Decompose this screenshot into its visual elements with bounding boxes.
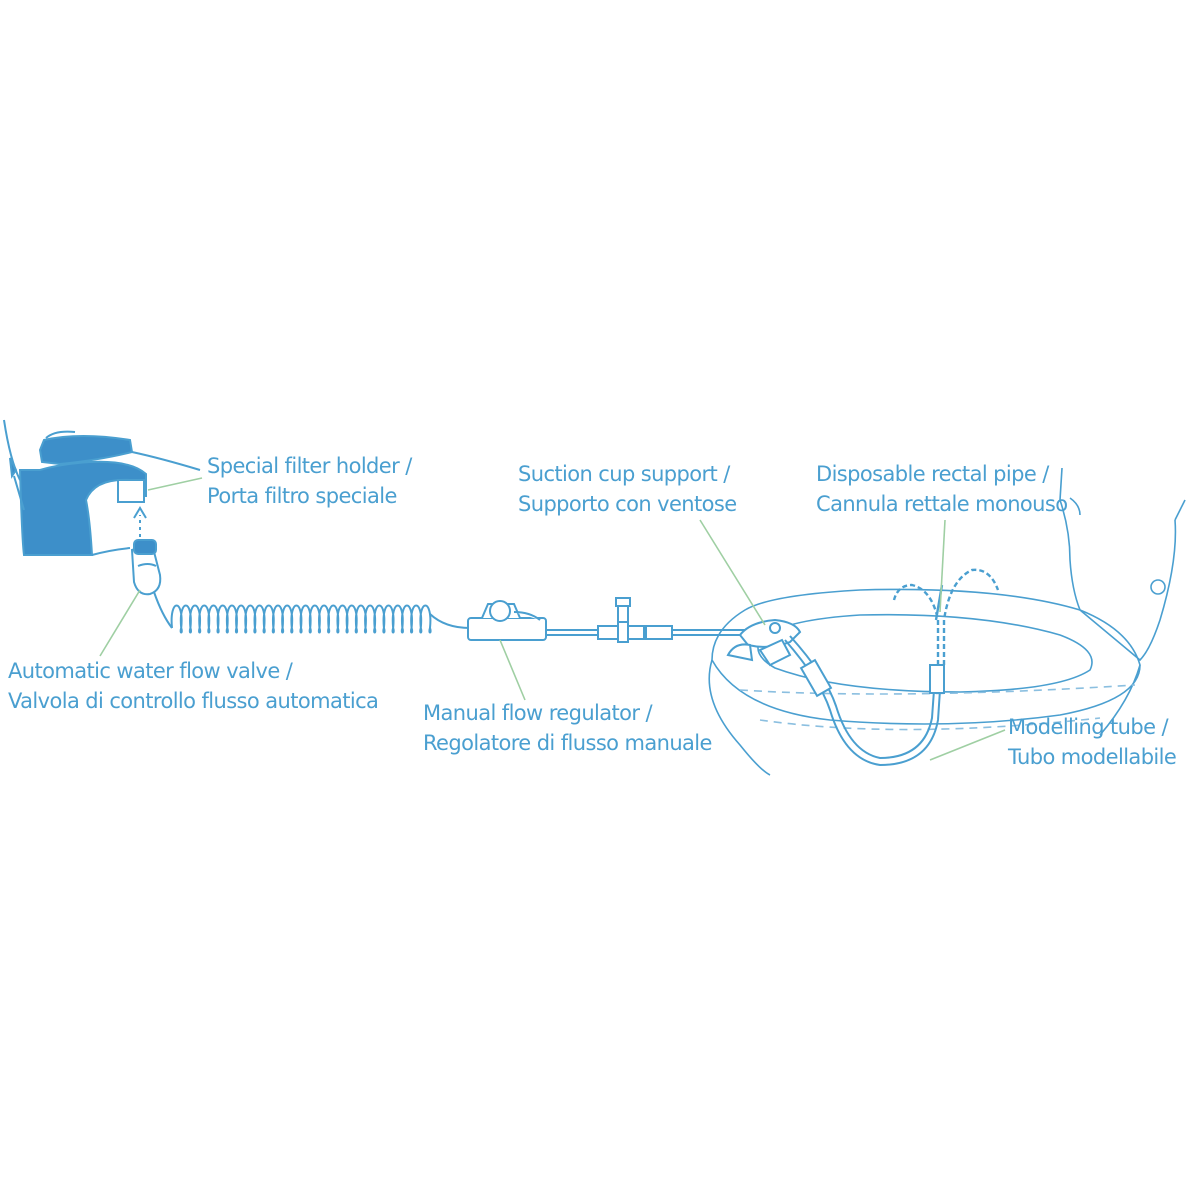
flow-valve-illustration [130, 539, 162, 596]
connection-arrow [133, 506, 147, 537]
flow-regulator-illustration [467, 600, 547, 641]
faucet-illustration [3, 419, 201, 556]
label-flow-regulator: Manual flow regulator / Regolatore di fl… [423, 698, 712, 758]
label-rectal-pipe: Disposable rectal pipe / Cannula rettale… [816, 459, 1068, 519]
label-suction-cup-it: Supporto con ventose [518, 492, 737, 516]
label-suction-cup: Suction cup support / Supporto con vento… [518, 459, 737, 519]
label-flow-valve-en: Automatic water flow valve / [8, 659, 293, 683]
label-filter-holder: Special filter holder / Porta filtro spe… [207, 451, 412, 511]
t-joint-illustration [597, 597, 673, 643]
leader-lines [99, 477, 1006, 761]
label-filter-holder-it: Porta filtro speciale [207, 484, 397, 508]
label-flow-valve-it: Valvola di controllo flusso automatica [8, 689, 379, 713]
leader-filter-holder [147, 477, 203, 491]
label-suction-cup-en: Suction cup support / [518, 462, 730, 486]
leader-flow-valve [99, 589, 141, 657]
leader-rectal-pipe [939, 519, 946, 613]
modelling-tube-illustration [784, 635, 945, 767]
suction-cup-illustration [726, 618, 802, 667]
main-tube [540, 629, 745, 636]
label-flow-regulator-en: Manual flow regulator / [423, 701, 653, 725]
leader-modelling-tube [929, 729, 1006, 761]
coiled-hose [153, 591, 471, 634]
label-filter-holder-en: Special filter holder / [207, 454, 412, 478]
label-rectal-pipe-en: Disposable rectal pipe / [816, 462, 1049, 486]
label-flow-regulator-it: Regolatore di flusso manuale [423, 731, 712, 755]
label-flow-valve: Automatic water flow valve / Valvola di … [8, 656, 379, 716]
label-rectal-pipe-it: Cannula rettale monouso [816, 492, 1068, 516]
leader-flow-regulator [499, 639, 526, 701]
rectal-pipe-illustration [892, 568, 1000, 665]
label-modelling-tube-it: Tubo modellabile [1008, 745, 1177, 769]
label-modelling-tube: Modelling tube / Tubo modellabile [1008, 712, 1177, 772]
leader-suction-cup [699, 519, 766, 626]
toilet-illustration [708, 467, 1186, 776]
label-modelling-tube-en: Modelling tube / [1008, 715, 1169, 739]
